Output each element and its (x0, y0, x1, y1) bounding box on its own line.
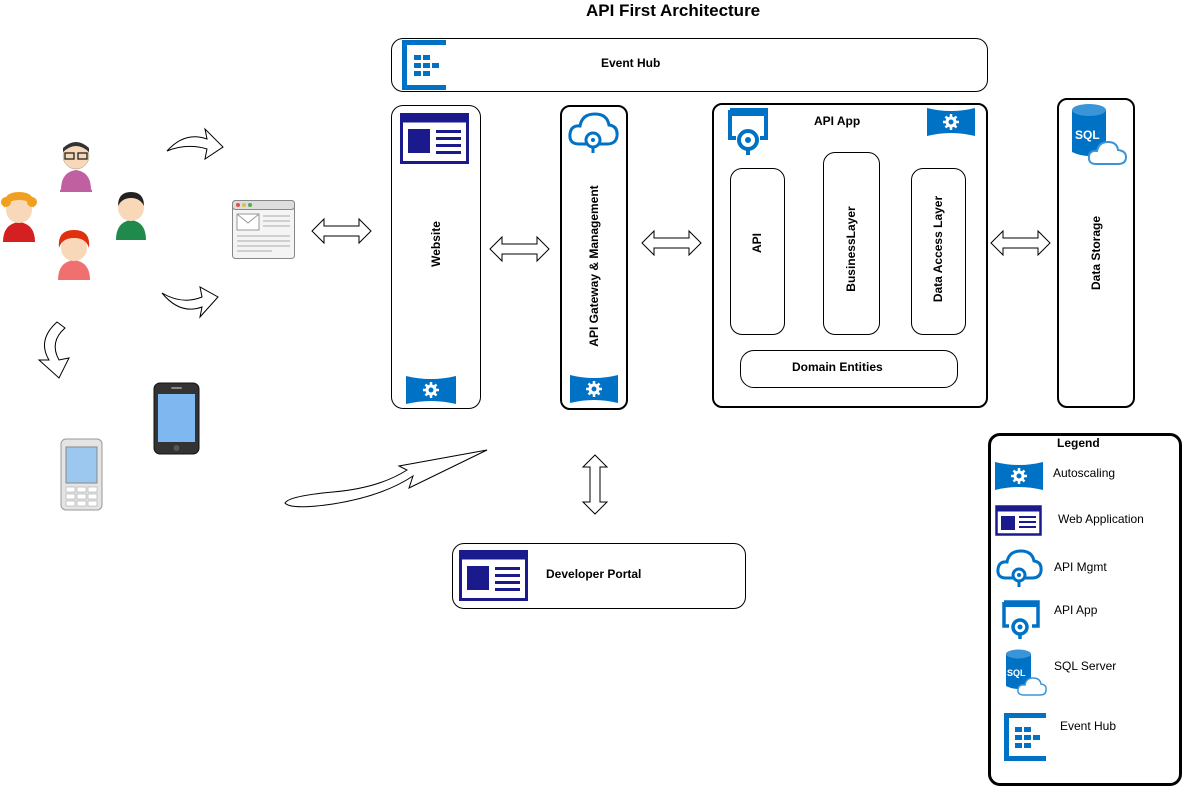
sql-text-legend: SQL (1007, 668, 1026, 678)
user-icon-right (116, 192, 146, 240)
diagram-title: API First Architecture (586, 1, 761, 20)
legend-label-api-app: API App (1054, 603, 1098, 617)
curved-arrow-to-phone (37, 321, 70, 379)
api-layer-label: API (750, 233, 764, 254)
web-application-icon-portal (459, 550, 528, 601)
domain-entities-box (740, 350, 958, 388)
double-arrow-website-gateway (489, 235, 550, 263)
autoscaling-icon-website (406, 376, 456, 404)
data-access-layer-box (911, 168, 966, 335)
double-arrow-gateway-apiapp (641, 229, 702, 257)
smartphone-icon (153, 382, 200, 455)
business-layer-label: BusinessLayer (844, 206, 858, 292)
legend-title: Legend (1057, 436, 1100, 450)
data-storage-label: Data Storage (1089, 215, 1103, 291)
user-icon-left (1, 192, 37, 242)
user-icon-top (60, 142, 92, 192)
api-app-icon (728, 108, 768, 155)
api-layer-box (730, 168, 785, 335)
api-app-label: API App (814, 114, 861, 128)
mobile-phone-icon (60, 438, 103, 511)
event-hub-label: Event Hub (601, 56, 661, 70)
legend-label-sql-server: SQL Server (1054, 659, 1117, 673)
sql-server-icon-storage: SQL (1072, 104, 1128, 165)
api-mgmt-icon (568, 112, 619, 153)
curved-arrow-to-browser-bottom (161, 286, 219, 319)
event-hub-icon (402, 40, 446, 90)
double-arrow-apiapp-storage (990, 229, 1051, 257)
legend-label-event-hub: Event Hub (1060, 719, 1117, 733)
autoscaling-icon-gateway (570, 375, 618, 403)
curved-arrow-to-website (284, 449, 488, 508)
browser-window-icon (232, 200, 295, 259)
legend-label-autoscaling: Autoscaling (1053, 466, 1116, 480)
curved-arrow-to-browser-top (166, 127, 224, 161)
developer-portal-label: Developer Portal (546, 567, 642, 581)
web-application-icon (400, 113, 469, 164)
autoscaling-icon (995, 462, 1043, 490)
website-label: Website (429, 221, 443, 267)
domain-entities-label: Domain Entities (792, 360, 883, 374)
sql-server-icon: SQL (1006, 649, 1047, 696)
legend-label-api-mgmt: API Mgmt (1054, 560, 1107, 574)
api-gateway-label: API Gateway & Management (587, 185, 601, 347)
data-access-layer-label: Data Access Layer (931, 195, 945, 303)
autoscaling-icon-apiapp (927, 108, 975, 136)
api-mgmt-icon-legend (996, 549, 1043, 587)
business-layer-box (823, 152, 880, 335)
double-arrow-browser-website (311, 217, 372, 245)
web-application-icon-legend (995, 505, 1042, 536)
users-cluster (1, 142, 146, 280)
sql-text: SQL (1075, 128, 1100, 142)
api-app-icon-legend (1002, 600, 1040, 639)
double-arrow-gateway-portal (581, 454, 609, 515)
user-icon-bottom (58, 230, 90, 280)
legend-label-web-application: Web Application (1058, 512, 1144, 526)
event-hub-icon-legend (1004, 713, 1046, 761)
api-gateway-box (560, 105, 628, 410)
event-hub-box (391, 38, 988, 92)
